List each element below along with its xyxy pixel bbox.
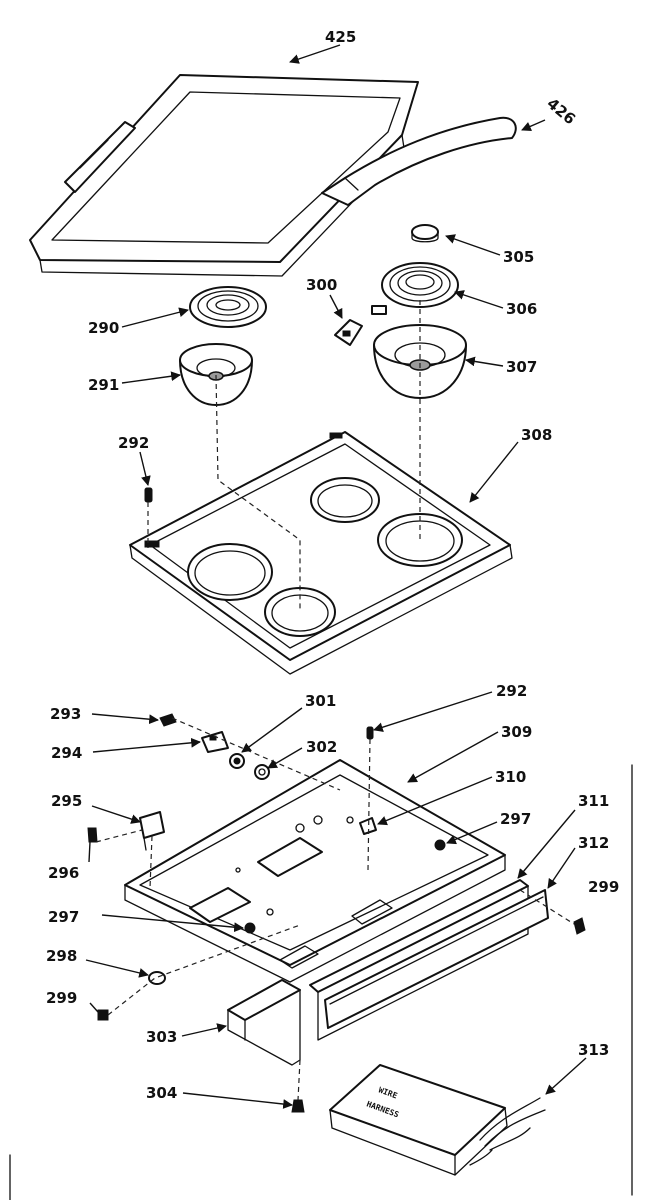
label-293: 293 [50, 705, 81, 723]
screw-304 [291, 1099, 305, 1113]
page-frame [9, 764, 633, 1200]
label-298: 298 [46, 947, 77, 965]
screw-292-lower [366, 726, 374, 740]
label-291: 291 [88, 376, 119, 394]
label-307: 307 [506, 358, 537, 376]
front-trim-312 [324, 889, 549, 1029]
screw-292-top [144, 487, 153, 503]
label-306: 306 [506, 300, 537, 318]
label-311: 311 [578, 792, 609, 810]
label-301: 301 [305, 692, 336, 710]
bracket-295 [139, 811, 165, 851]
screw-297-left [244, 922, 256, 934]
label-299-left: 299 [46, 989, 77, 1007]
screw-299-right [573, 917, 586, 935]
label-303: 303 [146, 1028, 177, 1046]
label-297-right: 297 [500, 810, 531, 828]
label-312: 312 [578, 834, 609, 852]
label-309: 309 [501, 723, 532, 741]
label-302: 302 [306, 738, 337, 756]
label-292-lower: 292 [496, 682, 527, 700]
bracket-303 [227, 979, 301, 1066]
terminal-294 [201, 731, 229, 753]
griddle-425 [29, 74, 419, 277]
label-295: 295 [51, 792, 82, 810]
label-290: 290 [88, 319, 119, 337]
surface-element-290 [189, 286, 267, 328]
wire-harness-313: WIRE HARNESS [329, 1064, 546, 1176]
screw-299-left [97, 1009, 109, 1021]
label-308: 308 [521, 426, 552, 444]
griddle-handle-426 [321, 116, 517, 206]
drip-bowl-307 [373, 324, 467, 399]
label-425: 425 [325, 28, 356, 46]
label-300: 300 [306, 276, 337, 294]
label-299-right: 299 [588, 878, 619, 896]
label-304: 304 [146, 1084, 177, 1102]
screw-297-right [434, 839, 446, 851]
label-294: 294 [51, 744, 82, 762]
receptacle-300 [334, 319, 363, 346]
label-305: 305 [503, 248, 534, 266]
screw-296 [87, 827, 98, 843]
label-426: 426 [543, 94, 579, 128]
screw-293 [159, 713, 177, 727]
label-297-left: 297 [48, 908, 79, 926]
label-310: 310 [495, 768, 526, 786]
cap-298 [148, 971, 166, 985]
part-labels: 425 426 305 306 307 300 290 291 292 308 … [46, 28, 619, 1102]
surface-element-306 [371, 262, 459, 315]
label-296: 296 [48, 864, 79, 882]
leader-lines [85, 44, 587, 1109]
clip-310 [359, 817, 377, 835]
spring-302 [254, 764, 270, 780]
nut-301 [229, 753, 245, 769]
label-292-top: 292 [118, 434, 149, 452]
cooktop-308 [129, 431, 513, 675]
burner-cap-305 [411, 224, 439, 243]
label-313: 313 [578, 1041, 609, 1059]
assembly-lines [95, 300, 575, 1101]
